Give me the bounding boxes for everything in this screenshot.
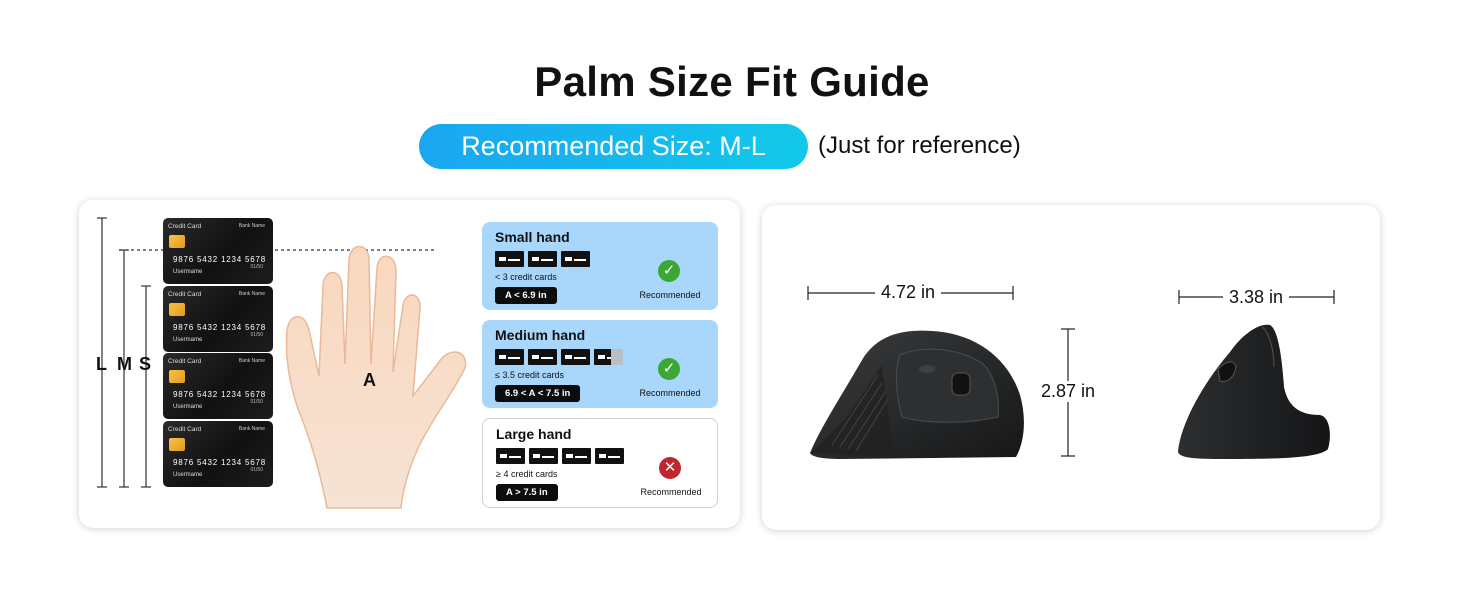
mini-card-icon [562, 448, 591, 464]
mini-card-icon [495, 349, 524, 365]
large-hand-box: Large hand ≥ 4 credit cards A > 7.5 in ✕… [482, 418, 718, 508]
credit-card: Credit Card Bank Name 9876 5432 1234 567… [163, 218, 273, 284]
status-label: Recommended [639, 388, 701, 398]
hand-title: Small hand [495, 229, 570, 245]
card-bank: Bank Name [238, 426, 265, 432]
mini-card-icon [595, 448, 624, 464]
recommended-size-badge: Recommended Size: M-L [419, 124, 808, 169]
card-count: ≥ 4 credit cards [496, 469, 558, 479]
mini-card-icon [495, 251, 524, 267]
mini-card-icon [496, 448, 525, 464]
mini-card-icon [528, 349, 557, 365]
credit-card: Credit Card Bank Name 9876 5432 1234 567… [163, 353, 273, 419]
card-expiry: 01/50 [250, 467, 263, 473]
card-bank: Bank Name [238, 291, 265, 297]
card-chip-icon [169, 438, 185, 451]
palm-size-panel: L M S Credit Card Bank Name 9876 5432 12… [79, 200, 740, 528]
card-user: Usermame [173, 269, 203, 275]
measure-badge: A > 7.5 in [496, 484, 558, 501]
check-icon: ✓ [658, 358, 680, 380]
mouse-dimensions-panel: 4.72 in 3.38 in 2.87 in [762, 205, 1380, 530]
size-label-s: S [139, 354, 152, 374]
card-user: Usermame [173, 472, 203, 478]
mini-card-icon [529, 448, 558, 464]
recommendation-row: Recommended Size: M-L (Just for referenc… [0, 124, 1464, 170]
measure-badge: A < 6.9 in [495, 287, 557, 304]
check-icon: ✓ [658, 260, 680, 282]
card-chip-icon [169, 235, 185, 248]
card-chip-icon [169, 303, 185, 316]
card-title: Credit Card [168, 223, 202, 230]
card-bank: Bank Name [238, 358, 265, 364]
hand-title: Large hand [496, 426, 572, 442]
mouse-length-label: 4.72 in [875, 282, 942, 303]
card-number: 9876 5432 1234 5678 [173, 458, 267, 467]
mouse-width-label: 3.38 in [1223, 287, 1290, 308]
cross-icon: ✕ [659, 457, 681, 479]
mouse-height-label: 2.87 in [1035, 381, 1102, 402]
mouse-side-view [810, 330, 1024, 459]
card-number: 9876 5432 1234 5678 [173, 323, 267, 332]
status-label: Recommended [640, 487, 702, 497]
card-number: 9876 5432 1234 5678 [173, 390, 267, 399]
status-label: Recommended [639, 290, 701, 300]
card-bank: Bank Name [238, 223, 265, 229]
card-expiry: 01/50 [250, 399, 263, 405]
card-user: Usermame [173, 337, 203, 343]
credit-card: Credit Card Bank Name 9876 5432 1234 567… [163, 421, 273, 487]
medium-hand-box: Medium hand ≤ 3.5 credit cards 6.9 < A <… [482, 320, 718, 408]
card-expiry: 01/50 [250, 332, 263, 338]
card-number: 9876 5432 1234 5678 [173, 255, 267, 264]
card-chip-icon [169, 370, 185, 383]
size-label-m: M [117, 354, 132, 374]
card-user: Usermame [173, 404, 203, 410]
mini-card-icon [528, 251, 557, 267]
mini-card-icon [561, 251, 590, 267]
size-label-l: L [96, 354, 107, 374]
small-hand-box: Small hand < 3 credit cards A < 6.9 in ✓… [482, 222, 718, 310]
hand-illustration [285, 246, 467, 509]
reference-note: (Just for reference) [818, 132, 1021, 159]
card-count: < 3 credit cards [495, 272, 557, 282]
mouse-front-view [1178, 324, 1330, 459]
hand-measure-label: A [363, 370, 376, 390]
mini-card-icon [561, 349, 590, 365]
card-title: Credit Card [168, 358, 202, 365]
card-title: Credit Card [168, 291, 202, 298]
card-count: ≤ 3.5 credit cards [495, 370, 564, 380]
card-title: Credit Card [168, 426, 202, 433]
hand-title: Medium hand [495, 327, 586, 343]
measure-badge: 6.9 < A < 7.5 in [495, 385, 581, 402]
credit-card: Credit Card Bank Name 9876 5432 1234 567… [163, 286, 273, 352]
card-expiry: 01/50 [250, 264, 263, 270]
half-card-icon [594, 349, 623, 365]
page-title: Palm Size Fit Guide [534, 58, 930, 105]
